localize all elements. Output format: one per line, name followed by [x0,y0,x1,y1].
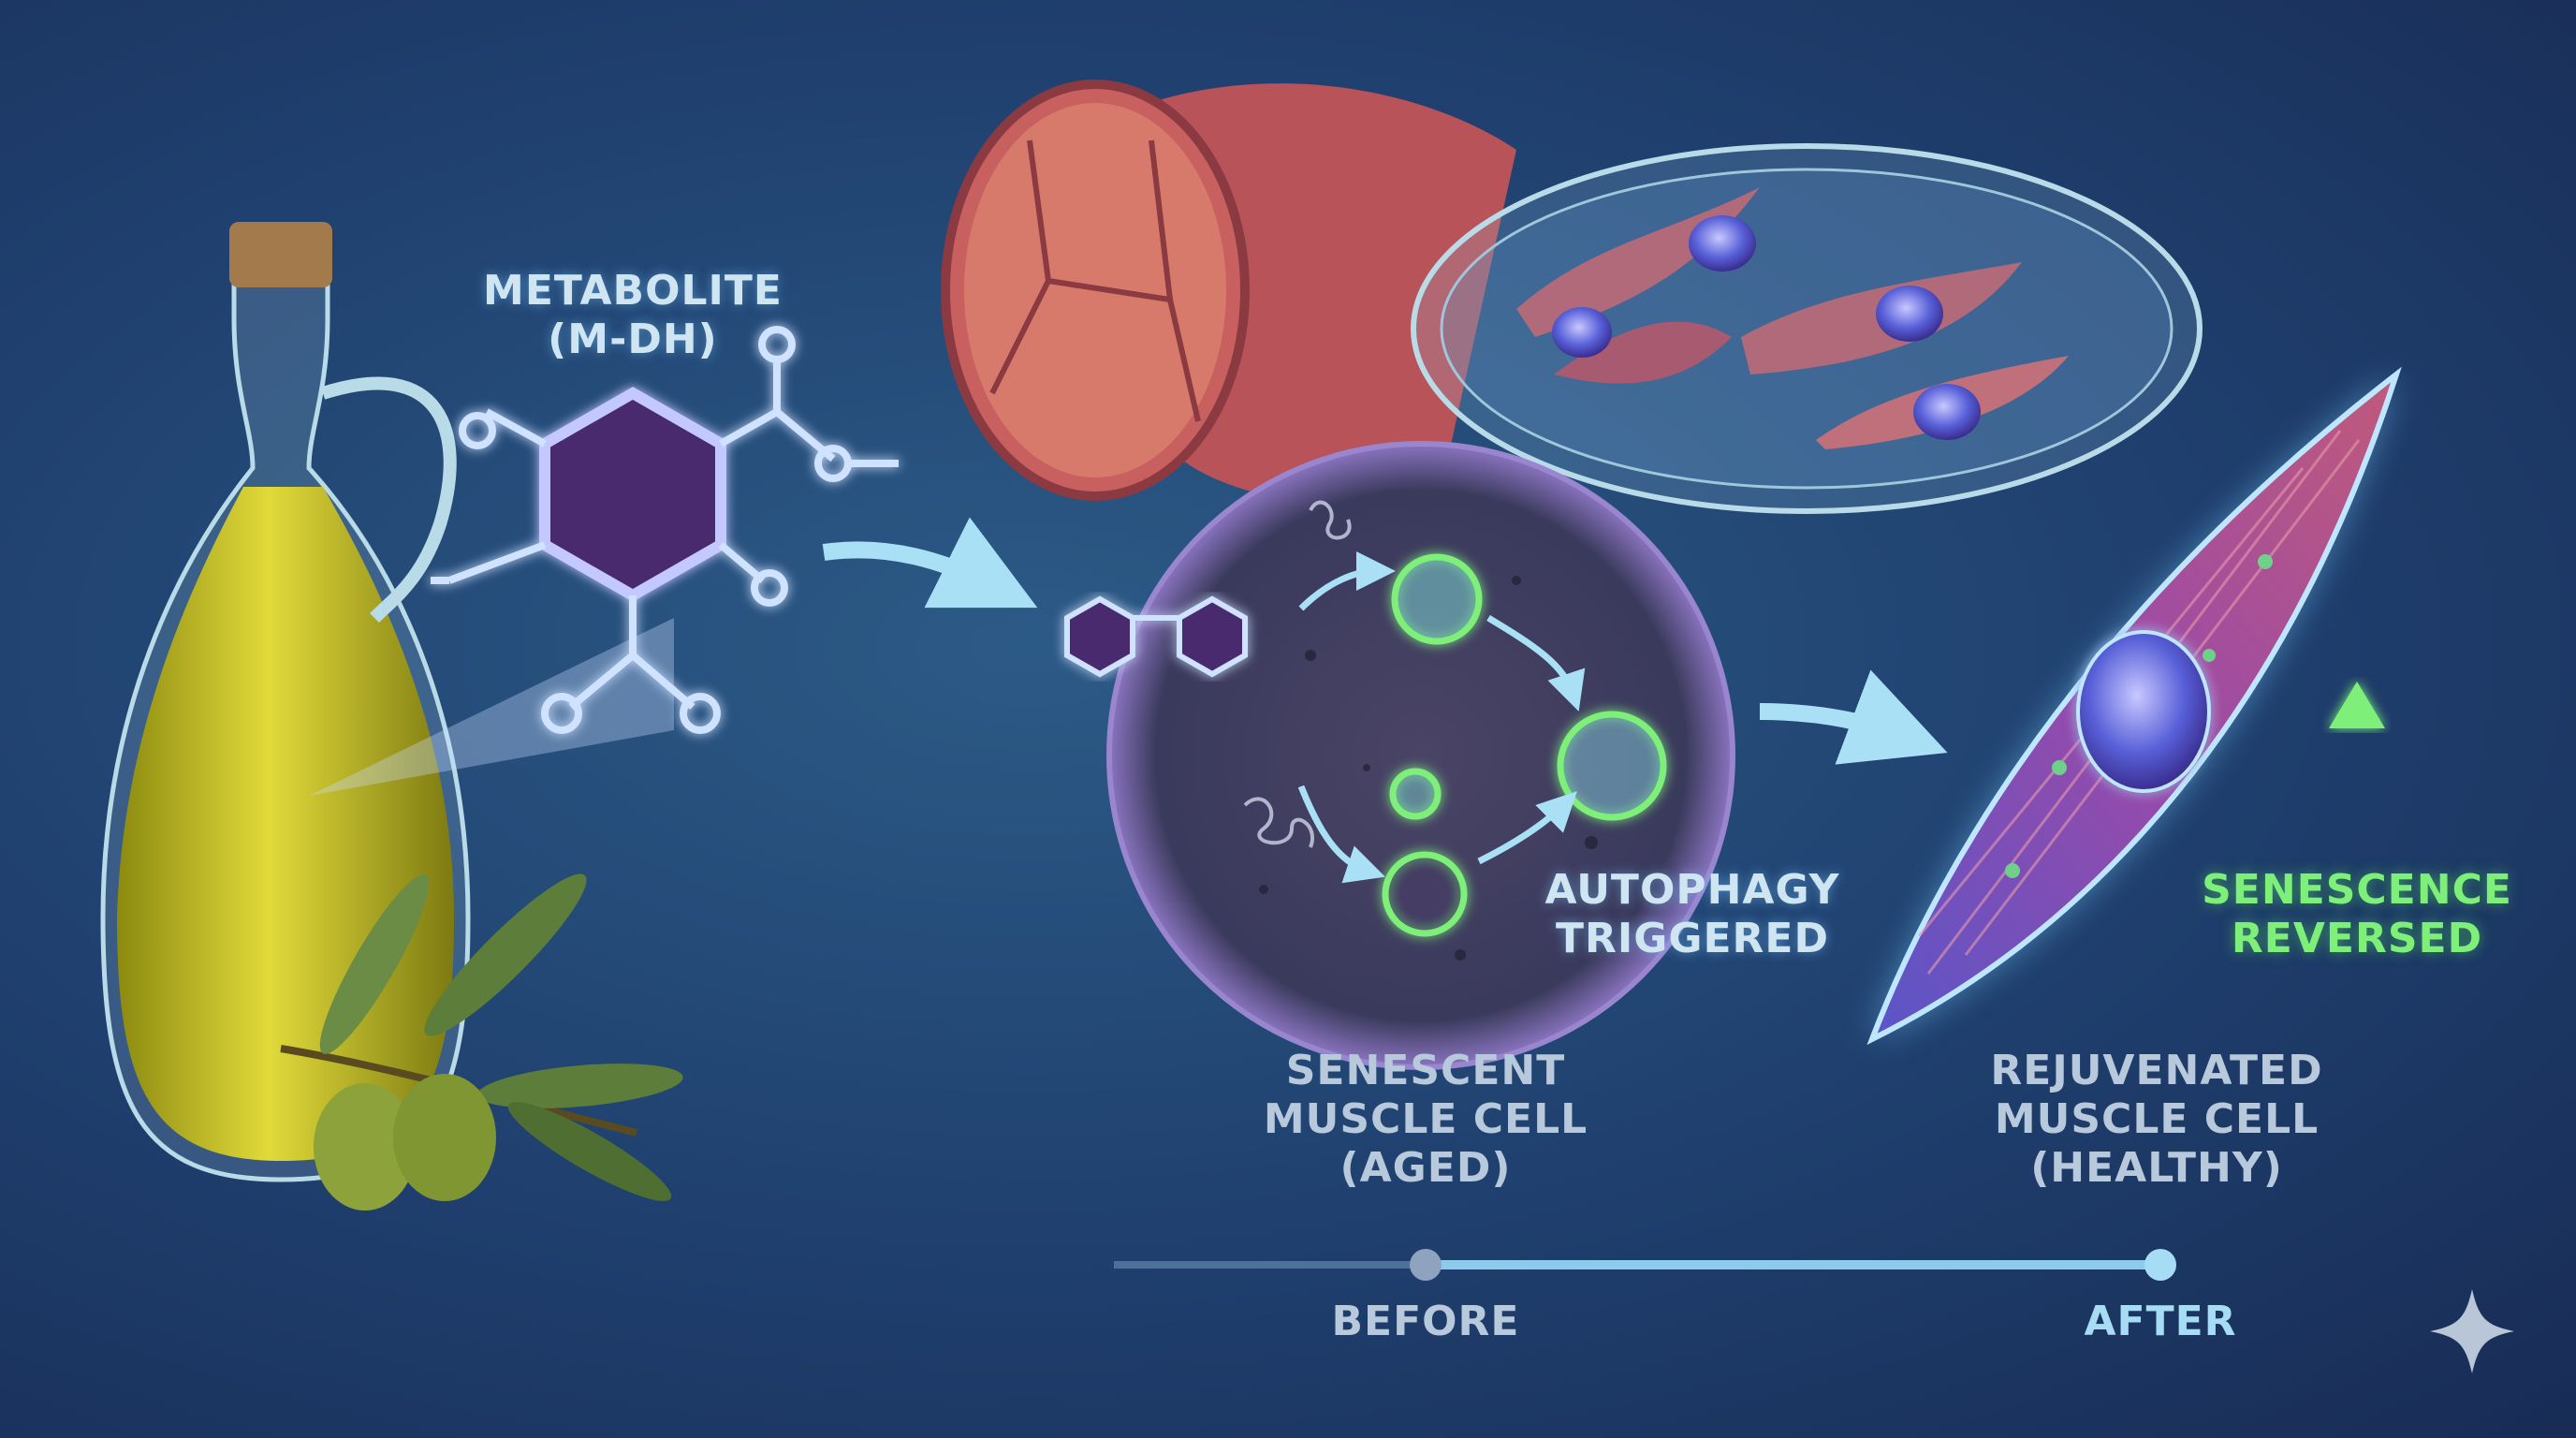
olive-branch-icon [280,873,683,1211]
olive-oil-bottle [100,222,674,1182]
timeline-after-label: AFTER [2084,1298,2237,1345]
timeline [1114,1249,2176,1281]
molecule-structure-icon [431,326,899,734]
senescent-label-line: (AGED) [1339,1144,1512,1192]
rejuvenated-cell-icon [1866,366,2402,1046]
metabolite-label-line: (M-DH) [548,315,718,363]
timeline-after-marker [2144,1249,2176,1281]
metabolite-label-line: METABOLITE [483,267,783,315]
reversed-label-line: REVERSED [2231,915,2483,962]
rejuvenated-label-line: (HEALTHY) [2030,1144,2283,1192]
petri-dish-icon [1411,143,2203,514]
rejuvenated-cell-label: REJUVENATED MUSCLE CELL (HEALTHY) [1990,1047,2322,1193]
sparkle-icon [2430,1289,2514,1373]
autophagy-label-line: AUTOPHAGY [1544,866,1840,914]
reversed-label-line: SENESCENCE [2202,866,2512,914]
autophagy-label: AUTOPHAGY TRIGGERED [1545,866,1840,963]
timeline-before-marker [1410,1249,1442,1281]
senescent-label-line: SENESCENT [1285,1047,1566,1094]
metabolite-label: METABOLITE (M-DH) [483,267,783,364]
autophagy-label-line: TRIGGERED [1555,915,1830,962]
senescent-cell-label: SENESCENT MUSCLE CELL (AGED) [1264,1047,1588,1193]
muscle-bundle-icon [941,80,1516,503]
senescent-label-line: MUSCLE CELL [1263,1095,1588,1143]
timeline-before-label: BEFORE [1331,1298,1520,1345]
rejuvenated-label-line: REJUVENATED [1990,1047,2323,1094]
rejuvenated-label-line: MUSCLE CELL [1994,1095,2320,1143]
arrow-icon [822,517,1038,609]
cork-icon [229,222,332,287]
up-arrowhead-icon [2329,682,2385,728]
senescent-cell-icon [1064,441,1735,1070]
arrow-icon [1759,669,1948,765]
senescence-reversed-label: SENESCENCE REVERSED [2202,866,2512,963]
